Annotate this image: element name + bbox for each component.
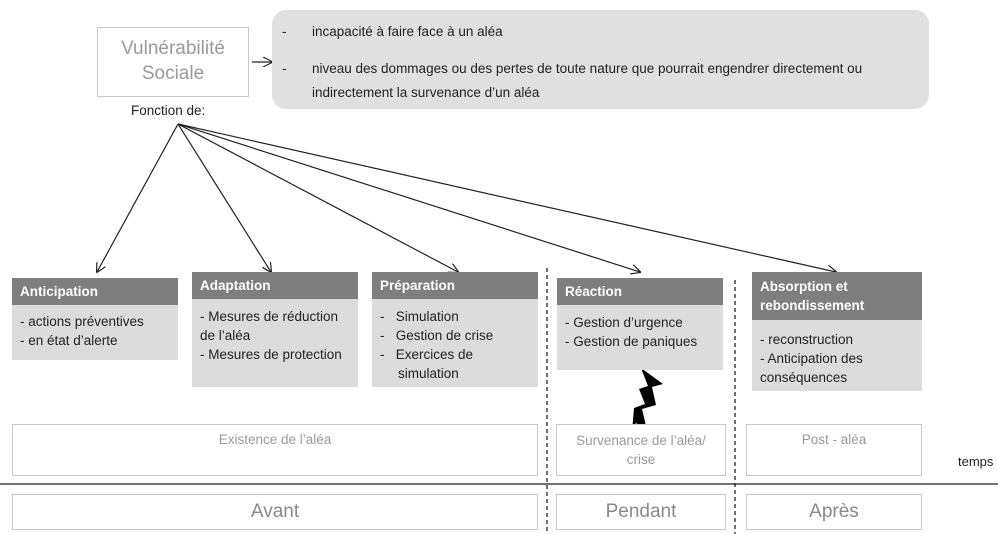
fonction-arrows <box>97 123 836 272</box>
arrow-to-reaction <box>177 123 640 272</box>
definition-item-1: - incapacité à faire face à un aléa <box>282 20 909 44</box>
arrow-to-absorption <box>177 123 836 272</box>
stage-item: - actions préventives <box>20 314 144 329</box>
stage-item: - Simulation <box>380 309 459 324</box>
temps-axis-label: temps <box>958 454 994 469</box>
definition-dash: - <box>282 61 287 76</box>
stage-item: - reconstruction <box>760 332 854 347</box>
timeline-pendant: Pendant <box>556 494 726 530</box>
stage-item: - Exercices de simulation <box>380 347 477 381</box>
fonction-de-label: Fonction de: <box>131 103 206 118</box>
stage-anticipation-body: - actions préventives - en état d’alerte <box>12 305 178 360</box>
stage-item: - Gestion de crise <box>380 328 494 343</box>
stage-reaction-body: - Gestion d’urgence - Gestion de panique… <box>557 305 723 370</box>
definition-item-2: - niveau des dommages ou des pertes de t… <box>282 57 909 105</box>
stage-preparation-header: Préparation <box>372 272 538 299</box>
phase-survenance-alea: Survenance de l’aléa/ crise <box>556 424 726 476</box>
definition-text: incapacité à faire face à un aléa <box>312 24 503 39</box>
stage-item: - Anticipation des conséquences <box>760 351 863 385</box>
stage-preparation-body: - Simulation - Gestion de crise - Exerci… <box>372 299 538 387</box>
stage-anticipation-header: Anticipation <box>12 278 178 305</box>
stage-item: - Gestion d’urgence <box>565 315 683 330</box>
stage-item: - Mesures de réduction de l’aléa <box>200 309 339 343</box>
stage-absorption-header: Absorption et rebondissement <box>752 272 922 320</box>
stage-item: - en état d’alerte <box>20 333 118 348</box>
stage-item: - Gestion de paniques <box>565 334 698 349</box>
vuln-title-line2: Sociale <box>141 63 205 84</box>
timeline-avant: Avant <box>12 494 538 530</box>
stage-adaptation-header: Adaptation <box>192 272 358 299</box>
timeline-apres: Après <box>746 494 922 530</box>
vuln-title-line1: Vulnérabilité <box>121 38 225 59</box>
stage-reaction-header: Réaction <box>557 278 723 305</box>
phase-existence-alea: Existence de l’aléa <box>12 424 538 476</box>
lightning-bolt-icon <box>632 368 663 432</box>
definition-dash: - <box>282 24 287 39</box>
stage-item: - Mesures de protection <box>200 347 342 362</box>
definition-box: - incapacité à faire face à un aléa - ni… <box>272 10 929 109</box>
arrow-to-adaptation <box>177 123 271 272</box>
definition-text: niveau des dommages ou des pertes de tou… <box>312 61 863 100</box>
phase-post-alea: Post - aléa <box>746 424 922 476</box>
stage-absorption-body: - reconstruction - Anticipation des cons… <box>752 320 922 391</box>
vulnerabilite-sociale-box: Vulnérabilité Sociale <box>97 27 249 97</box>
stage-adaptation-body: - Mesures de réduction de l’aléa - Mesur… <box>192 299 358 387</box>
arrow-to-preparation <box>177 123 458 272</box>
arrow-to-anticipation <box>97 123 179 272</box>
